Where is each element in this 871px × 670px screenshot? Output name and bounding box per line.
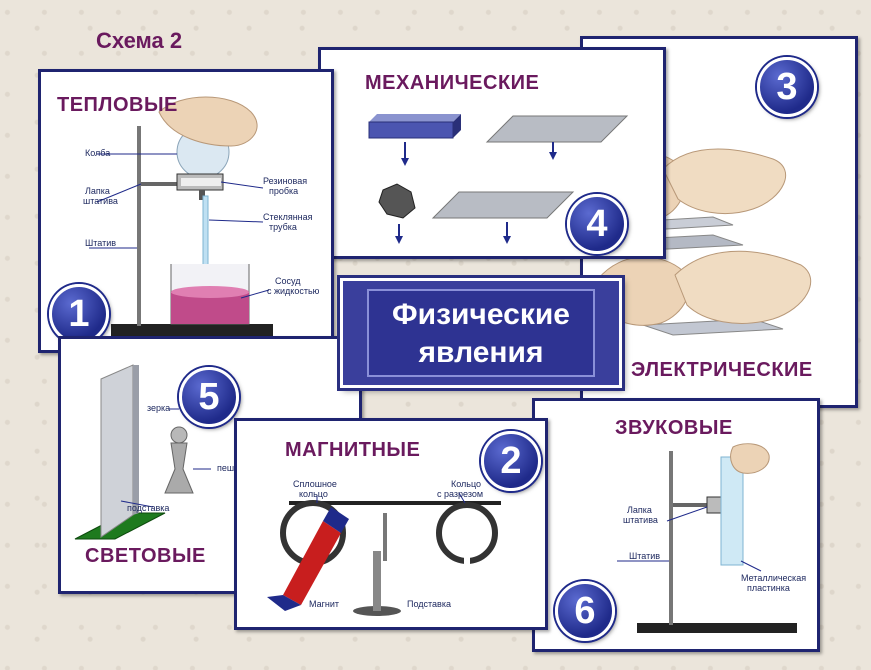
title-sound: ЗВУКОВЫЕ — [615, 417, 733, 439]
label-base: подставка — [127, 503, 170, 513]
title-electrical: ЭЛЕКТРИЧЕСКИЕ — [631, 359, 813, 381]
card-mechanical: МЕХАНИЧЕСКИЕ 4 — [318, 47, 666, 259]
card-thermal: ТЕПЛОВЫЕ Колба Лапка штатива Штатив Рези… — [38, 69, 334, 353]
center-title-line-2: явления — [418, 336, 544, 369]
mirror-illustration — [74, 364, 211, 540]
label-clamp-2: штатива — [83, 196, 118, 206]
label-stopper-2: пробка — [269, 186, 299, 196]
label-vessel-2: с жидкостью — [267, 286, 320, 296]
label-magnet: Магнит — [309, 599, 340, 609]
badge-2: 2 — [481, 431, 541, 491]
sound-apparatus-illustration — [617, 443, 797, 633]
label-plate-1: Металлическая — [741, 573, 807, 583]
title-thermal: ТЕПЛОВЫЕ — [57, 94, 178, 116]
center-banner-inner: Физические явления — [367, 289, 595, 377]
label-flask: Колба — [85, 148, 111, 158]
label-cut-ring-1: Кольцо — [451, 479, 482, 489]
card-sound: ЗВУКОВЫЕ Лапка штатива Штатив Металличес… — [532, 398, 820, 652]
card-magnetic: МАГНИТНЫЕ Сплошное кольцо Кольцо с разре… — [234, 418, 548, 630]
label-solid-ring-1: Сплошное — [293, 479, 337, 489]
center-title-line-1: Физические — [392, 298, 570, 331]
label-stand: Штатив — [85, 238, 117, 248]
label-solid-ring-2: кольцо — [299, 489, 328, 499]
badge-4: 4 — [567, 194, 627, 254]
label-stopper-1: Резиновая — [263, 176, 308, 186]
label-clamp-1: Лапка — [627, 505, 652, 515]
label-base: Подставка — [407, 599, 451, 609]
label-clamp-1: Лапка — [85, 186, 110, 196]
title-light: СВЕТОВЫЕ — [85, 545, 206, 567]
magnetic-apparatus-illustration — [267, 492, 501, 616]
badge-6: 6 — [555, 581, 615, 641]
center-banner: Физические явления — [340, 278, 622, 388]
thermal-apparatus-illustration — [89, 96, 273, 336]
label-vessel-1: Сосуд — [275, 276, 301, 286]
label-tube-1: Стеклянная — [263, 212, 313, 222]
label-mirror: зерка — [147, 403, 171, 413]
label-tube-2: трубка — [269, 222, 297, 232]
badge-3: 3 — [757, 57, 817, 117]
scheme-title: Схема 2 — [96, 28, 183, 53]
label-plate-2: пластинка — [747, 583, 790, 593]
badge-5: 5 — [179, 367, 239, 427]
label-stand: Штатив — [629, 551, 661, 561]
badge-1: 1 — [49, 284, 109, 344]
label-clamp-2: штатива — [623, 515, 658, 525]
title-mechanical: МЕХАНИЧЕСКИЕ — [365, 72, 540, 94]
falling-objects-illustration — [368, 114, 629, 244]
label-pawn: пеш — [217, 463, 235, 473]
label-cut-ring-2: с разрезом — [437, 489, 484, 499]
title-magnetic: МАГНИТНЫЕ — [285, 439, 421, 461]
